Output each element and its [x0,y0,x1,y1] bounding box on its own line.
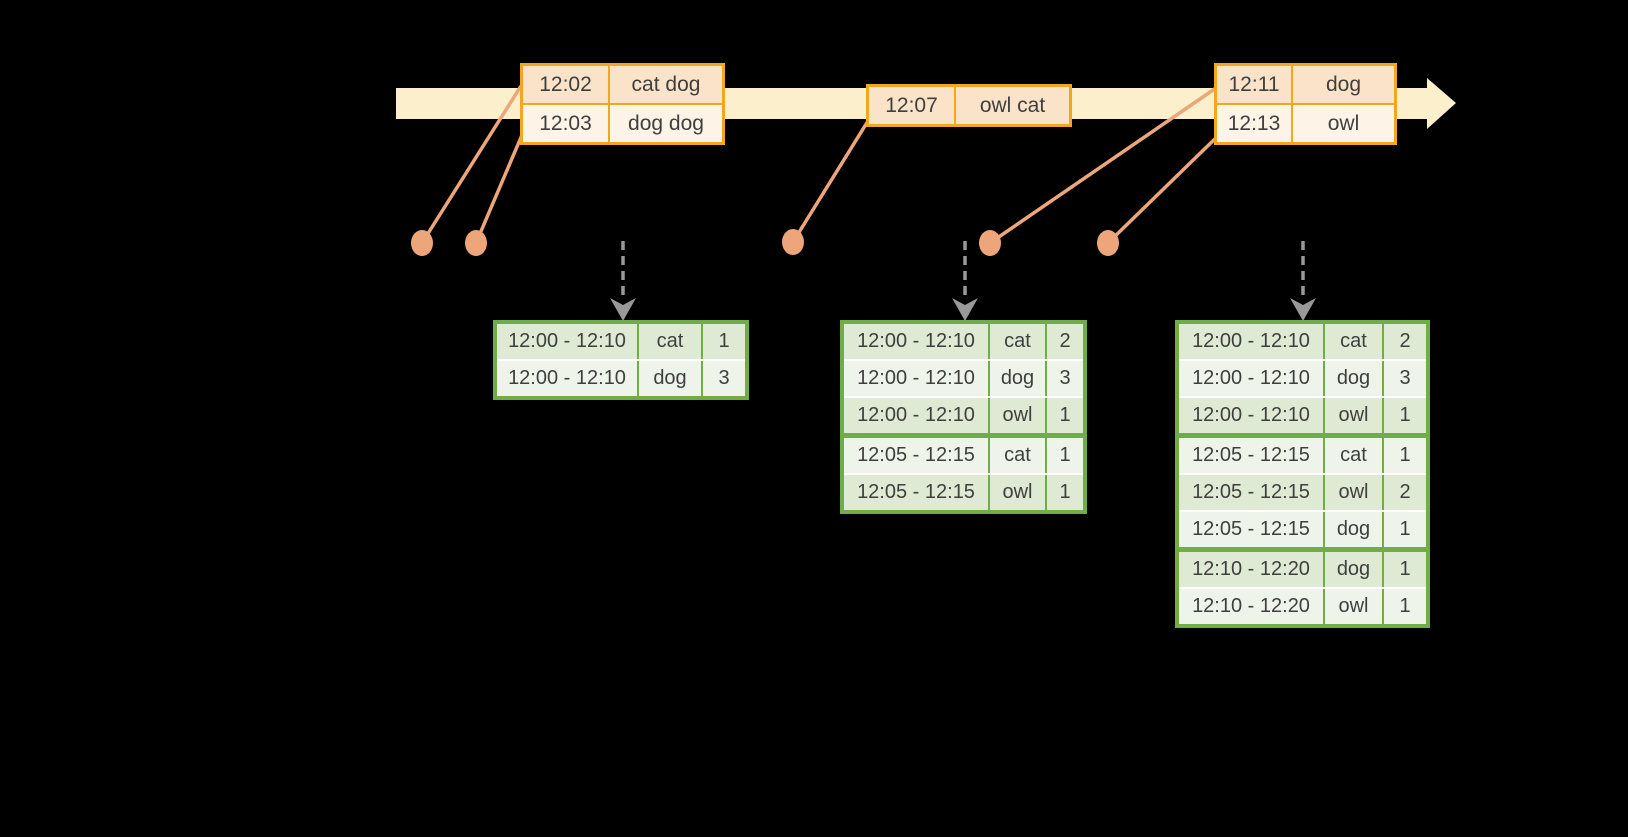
result-word: cat [988,324,1045,359]
result-word: owl [988,475,1045,510]
event-row: 12:13 owl [1217,103,1394,142]
result-count: 1 [1382,512,1426,547]
event-time: 12:03 [523,105,608,142]
result-count: 3 [1045,361,1083,396]
event-time: 12:02 [523,66,608,103]
result-word: dog [1323,552,1382,587]
result-row: 12:00 - 12:10 cat 1 [497,324,745,359]
event-time: 12:11 [1217,66,1291,103]
connector-line [989,86,1217,245]
result-word: cat [1323,438,1382,473]
event-row: 12:02 cat dog [523,66,722,103]
event-dot-icon [979,230,1001,256]
event-row: 12:07 owl cat [869,87,1069,124]
result-window: 12:05 - 12:15 [857,444,975,466]
result-window: 12:00 - 12:10 [1192,404,1310,426]
result-window: 12:00 - 12:10 [1192,330,1310,352]
down-arrow-icon [952,298,978,321]
result-window: 12:05 - 12:15 [1192,518,1310,540]
result-window: 12:00 - 12:10 [508,330,626,352]
result-row: 12:05 - 12:15 cat 1 [844,433,1083,473]
event-row: 12:11 dog [1217,66,1394,103]
connector-lines [420,85,1224,245]
result-word: owl [1323,398,1382,433]
result-word: dog [988,361,1045,396]
result-row: 12:00 - 12:10 dog 3 [497,361,745,396]
event-words: dog dog [608,105,722,142]
result-row: 12:10 - 12:20 owl 1 [1179,589,1426,624]
event-dot-icon [1097,230,1119,256]
result-word: owl [988,398,1045,433]
result-row: 12:00 - 12:10 dog 3 [1179,361,1426,396]
event-words: dog [1291,66,1394,103]
result-count: 1 [1045,398,1083,433]
result-window: 12:05 - 12:15 [857,481,975,503]
result-count: 1 [1382,552,1426,587]
result-row: 12:00 - 12:10 owl 1 [1179,398,1426,433]
result-count: 3 [1382,361,1426,396]
result-word: dog [637,361,701,396]
down-arrow-icon [610,298,636,321]
event-table-1202: 12:02 cat dog 12:03 dog dog [520,63,725,145]
result-row: 12:05 - 12:15 owl 1 [844,475,1083,510]
result-count: 2 [1382,475,1426,510]
event-time: 12:07 [869,87,954,124]
timeline-right-arrow-icon [1427,78,1456,129]
result-window: 12:00 - 12:10 [1192,367,1310,389]
result-row: 12:05 - 12:15 dog 1 [1179,512,1426,547]
result-word: dog [1323,361,1382,396]
result-word: cat [1323,324,1382,359]
result-count: 2 [1045,324,1083,359]
result-table-2: 12:00 - 12:10 cat 2 12:00 - 12:10 dog 3 … [840,320,1087,514]
result-row: 12:05 - 12:15 owl 2 [1179,475,1426,510]
trigger-arrows [621,241,1305,300]
event-words: owl [1291,105,1394,142]
result-count: 1 [1045,475,1083,510]
result-word: dog [1323,512,1382,547]
down-arrow-icon [1290,298,1316,321]
result-count: 2 [1382,324,1426,359]
connector-line [420,85,523,244]
event-table-1207: 12:07 owl cat [866,84,1072,127]
result-word: owl [1323,475,1382,510]
event-row: 12:03 dog dog [523,103,722,142]
result-word: cat [637,324,701,359]
result-table-1: 12:00 - 12:10 cat 1 12:00 - 12:10 dog 3 [493,320,749,400]
result-row: 12:00 - 12:10 cat 2 [1179,324,1426,359]
event-table-1211: 12:11 dog 12:13 owl [1214,63,1397,145]
connector-line [1106,130,1224,245]
trigger-arrowheads [610,298,1316,321]
result-count: 1 [1382,589,1426,624]
result-row: 12:00 - 12:10 owl 1 [844,398,1083,433]
result-window: 12:10 - 12:20 [1192,558,1310,580]
event-words: owl cat [954,87,1069,124]
event-dot-icon [782,229,804,255]
result-window: 12:00 - 12:10 [857,404,975,426]
result-row: 12:00 - 12:10 cat 2 [844,324,1083,359]
event-dot-icon [465,230,487,256]
result-count: 1 [1382,438,1426,473]
result-table-3: 12:00 - 12:10 cat 2 12:00 - 12:10 dog 3 … [1175,320,1430,628]
result-window: 12:00 - 12:10 [857,367,975,389]
result-window: 12:05 - 12:15 [1192,444,1310,466]
result-row: 12:05 - 12:15 cat 1 [1179,433,1426,473]
result-window: 12:00 - 12:10 [508,367,626,389]
result-window: 12:10 - 12:20 [1192,595,1310,617]
result-row: 12:10 - 12:20 dog 1 [1179,547,1426,587]
result-word: owl [1323,589,1382,624]
connector-line [791,120,870,243]
result-row: 12:00 - 12:10 dog 3 [844,361,1083,396]
result-count: 1 [1045,438,1083,473]
result-count: 1 [1382,398,1426,433]
connector-line [474,127,527,244]
result-window: 12:00 - 12:10 [857,330,975,352]
result-word: cat [988,438,1045,473]
event-words: cat dog [608,66,722,103]
event-dot-icon [411,230,433,256]
event-time: 12:13 [1217,105,1291,142]
event-dots [411,229,1119,256]
result-count: 1 [701,324,745,359]
result-window: 12:05 - 12:15 [1192,481,1310,503]
result-count: 3 [701,361,745,396]
